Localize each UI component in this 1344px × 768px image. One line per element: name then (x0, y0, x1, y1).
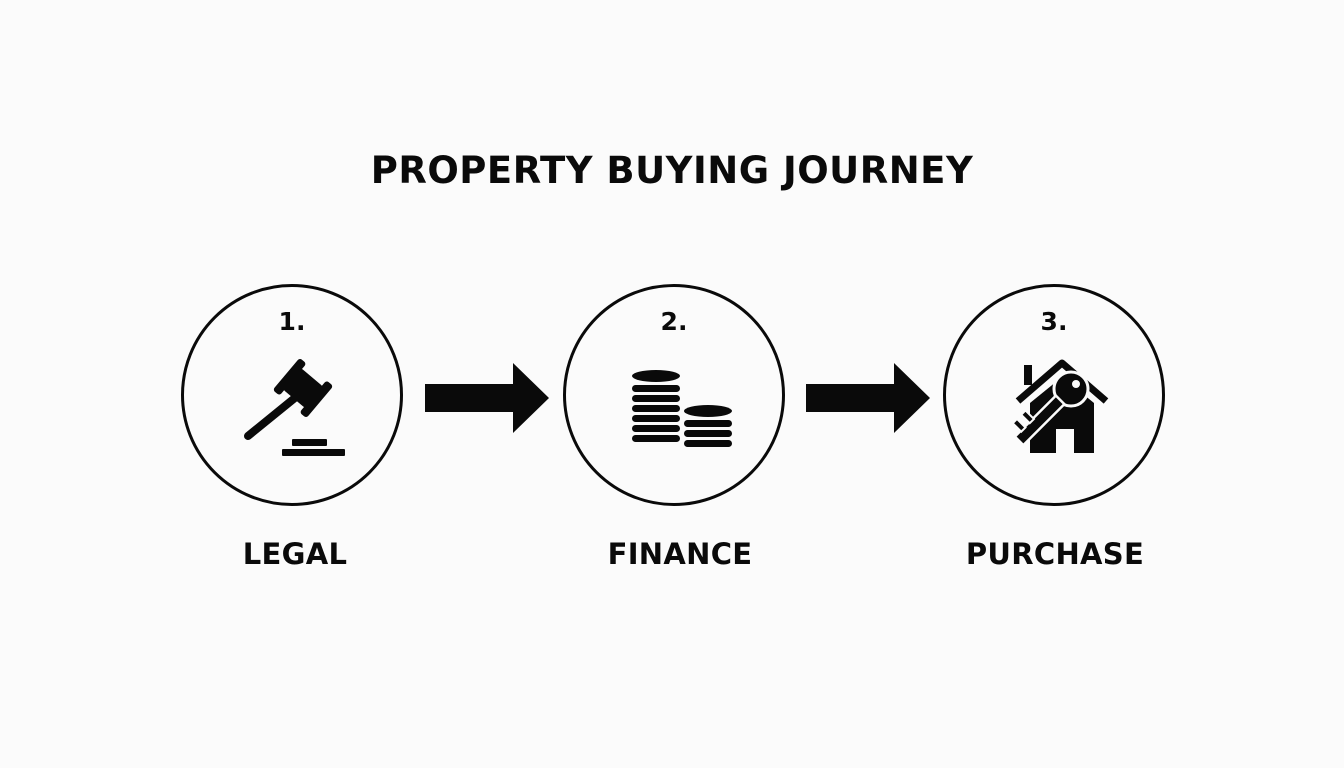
gavel-icon (244, 358, 345, 456)
step-circle-purchase: 3. (943, 284, 1165, 506)
step-label-legal: LEGAL (242, 537, 348, 571)
step-number: 3. (1040, 307, 1068, 336)
arrow-right-icon (806, 363, 930, 433)
step-number: 2. (660, 307, 688, 336)
house-key-icon (1011, 359, 1109, 453)
arrow-right-icon (425, 363, 549, 433)
coins-icon (632, 370, 732, 447)
step-label-finance: FINANCE (607, 537, 753, 571)
step-circle-legal: 1. (181, 284, 403, 506)
step-circle-finance: 2. (563, 284, 785, 506)
step-label-purchase: PURCHASE (965, 537, 1145, 571)
diagram-title: PROPERTY BUYING JOURNEY (370, 149, 974, 192)
step-number: 1. (278, 307, 306, 336)
